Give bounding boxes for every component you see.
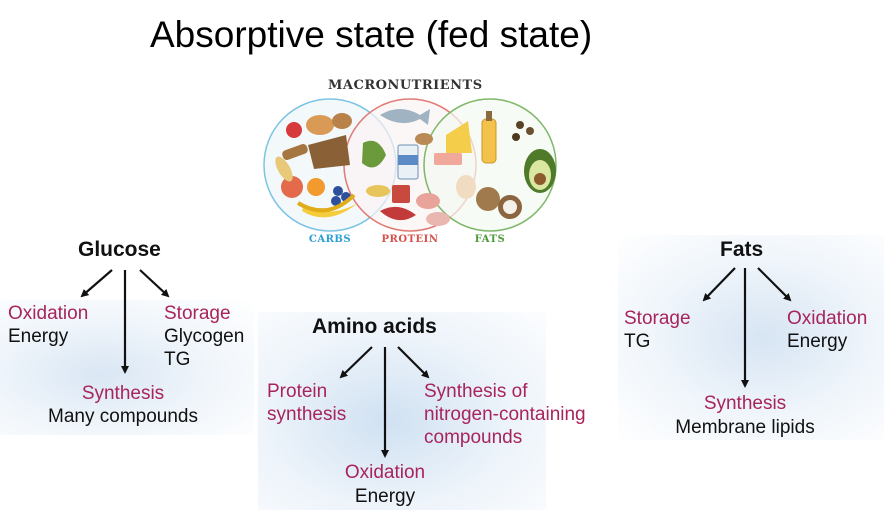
fats-oxidation-arrow <box>757 267 792 302</box>
glucose-storage-detail-1: Glycogen <box>164 326 245 347</box>
fats-oxidation-detail: Energy <box>787 331 848 352</box>
amino-oxidation-detail: Energy <box>354 486 416 507</box>
glucose-synthesis-detail: Many compounds <box>48 406 198 427</box>
glucose-storage-arrow <box>139 269 170 298</box>
fats-food-icon <box>434 111 556 219</box>
fats-label: FATS <box>475 234 505 245</box>
fats-heading: Fats <box>720 238 764 261</box>
amino-nitrogen-line-2: nitrogen-containing <box>424 404 586 425</box>
amino-nitrogen-arrow <box>397 346 430 379</box>
glucose-heading: Glucose <box>78 238 161 261</box>
glucose-oxidation-arrow <box>80 269 113 298</box>
amino-protein-line-2: synthesis <box>267 404 347 425</box>
macronutrients-illustration: CARBS PROTEIN FATS <box>263 98 557 245</box>
fats-synthesis-detail: Membrane lipids <box>675 417 815 438</box>
fats-storage-detail: TG <box>624 331 651 352</box>
carbs-label: CARBS <box>309 234 351 245</box>
fats-panel <box>618 235 884 440</box>
glucose-storage-label: Storage <box>164 303 231 324</box>
amino-oxidation-label: Oxidation <box>344 462 426 483</box>
page-title: Absorptive state (fed state) <box>150 14 593 55</box>
carbs-food-icon <box>275 113 358 218</box>
amino-acids-heading: Amino acids <box>312 315 437 338</box>
glucose-synthesis-label: Synthesis <box>81 383 165 404</box>
amino-protein-arrow <box>339 346 373 379</box>
glucose-storage-detail-2: TG <box>164 349 191 370</box>
fats-storage-arrow <box>702 267 736 302</box>
fats-storage-label: Storage <box>624 308 691 329</box>
fats-oxidation-label: Oxidation <box>787 308 868 329</box>
macronutrients-heading: MACRONUTRIENTS <box>328 78 483 93</box>
glucose-oxidation-label: Oxidation <box>8 303 89 324</box>
glucose-oxidation-detail: Energy <box>8 326 69 347</box>
protein-label: PROTEIN <box>382 234 439 245</box>
amino-nitrogen-line-3: compounds <box>424 427 523 448</box>
amino-acids-panel <box>258 312 546 510</box>
amino-nitrogen-line-1: Synthesis of <box>424 381 528 402</box>
protein-food-icon <box>362 109 450 226</box>
amino-protein-line-1: Protein <box>267 381 328 402</box>
fats-synthesis-label: Synthesis <box>703 393 787 414</box>
